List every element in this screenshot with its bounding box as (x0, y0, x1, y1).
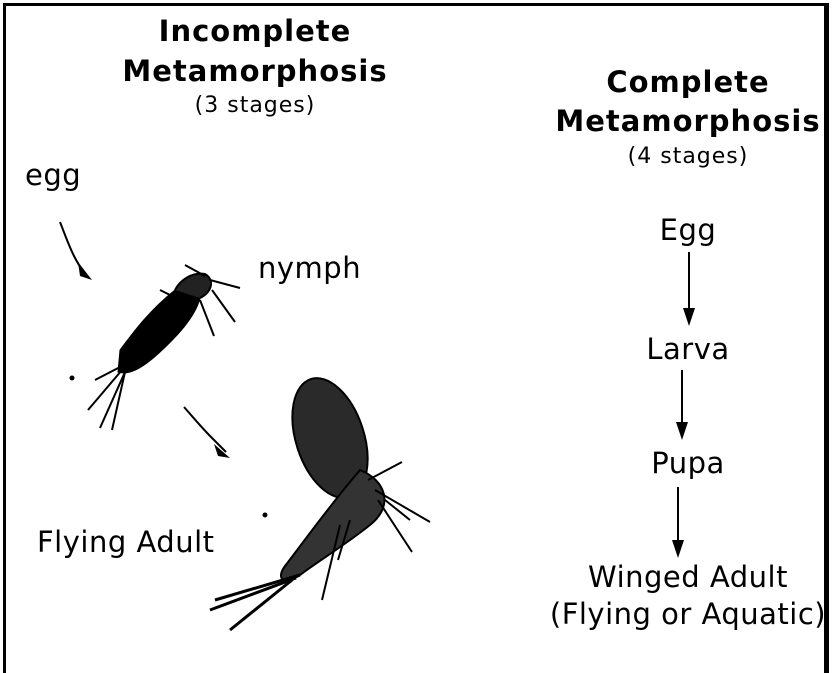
arrow-nymph-to-adult (184, 407, 230, 458)
arrow-egg-to-larva (683, 252, 695, 326)
arrow-pupa-to-adult (672, 487, 684, 558)
arrow-larva-to-pupa (676, 370, 688, 440)
nymph-illustration (70, 265, 240, 430)
flying-adult-illustration (210, 369, 430, 630)
arrow-egg-to-nymph (60, 222, 92, 280)
